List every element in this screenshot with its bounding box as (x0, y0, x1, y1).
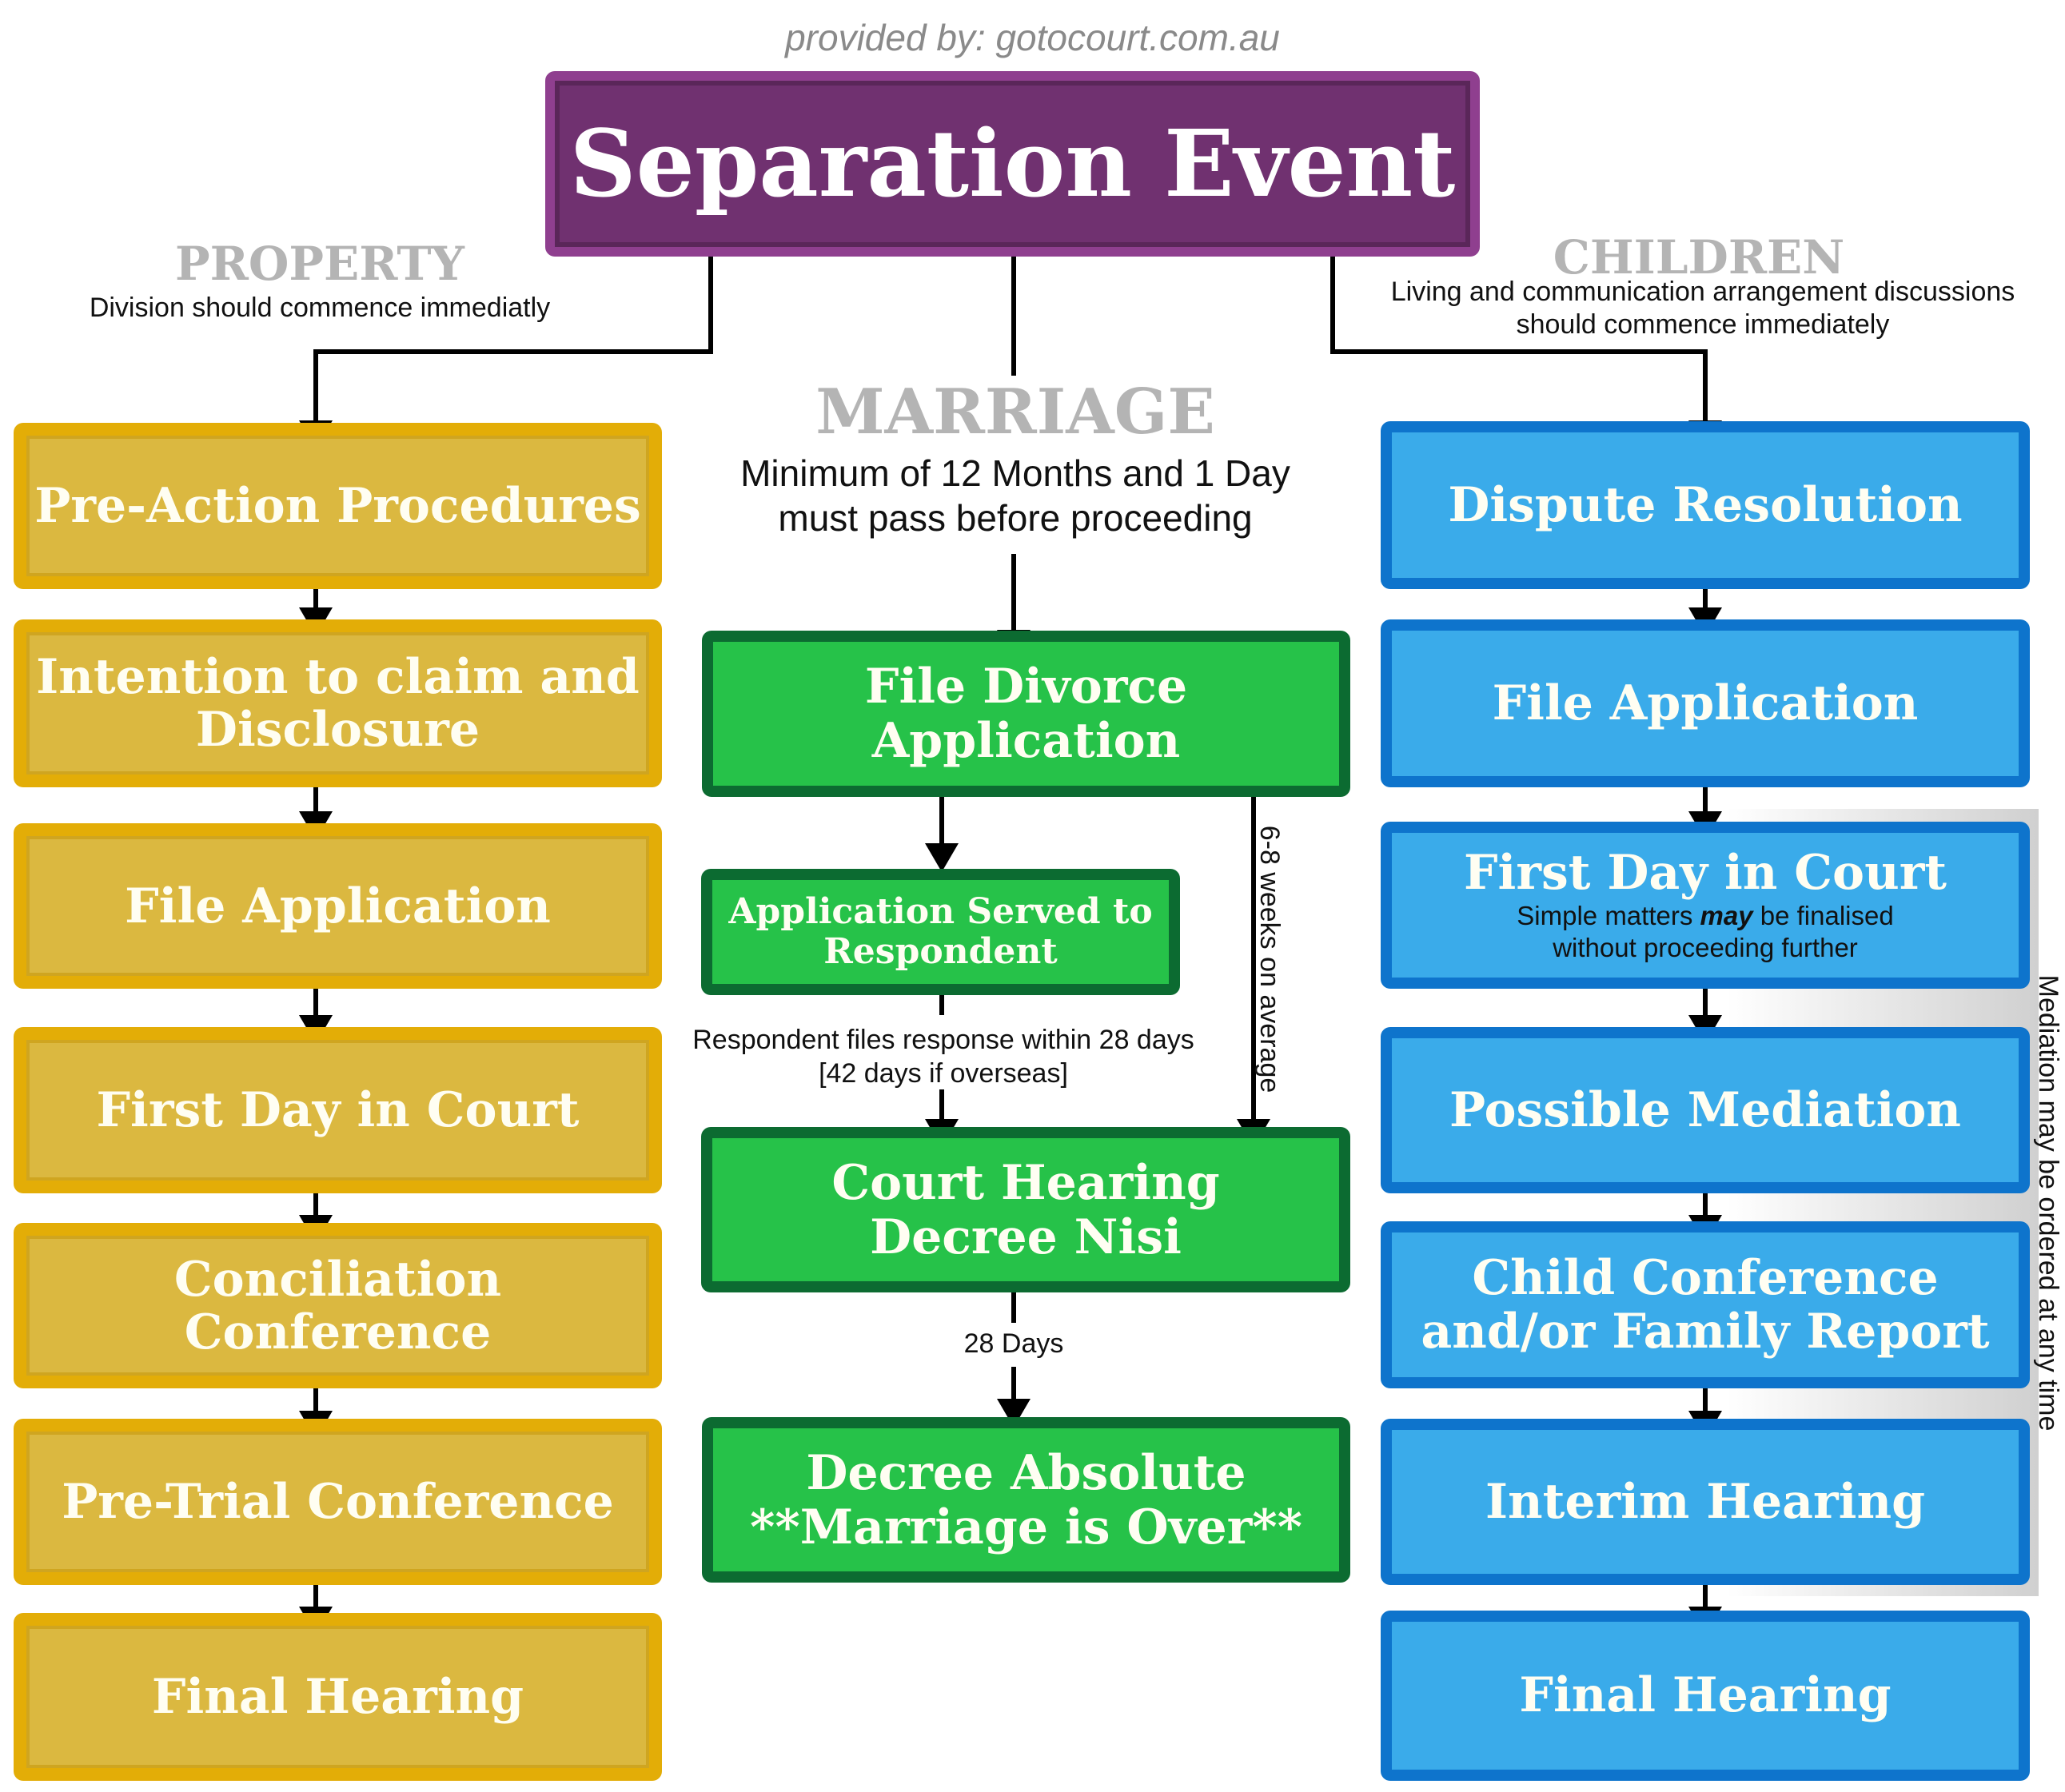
connector-title-property (313, 257, 713, 424)
marriage-court-hearing-decree-nisi: Court Hearing Decree Nisi (701, 1127, 1350, 1292)
property-step-final-hearing: Final Hearing (14, 1613, 662, 1781)
property-heading: PROPERTY (175, 237, 464, 291)
children-first-day-in-court: First Day in Court Simple matters may be… (1381, 822, 2030, 989)
marriage-application-served: Application Served to Respondent (701, 869, 1180, 995)
property-step-first-day-in-court: First Day in Court (14, 1027, 662, 1193)
marriage-weeks-note: 6-8 weeks on average (1254, 825, 1285, 1093)
property-step-pre-action: Pre-Action Procedures (14, 423, 662, 589)
marriage-decree-absolute: Decree Absolute **Marriage is Over** (702, 1417, 1350, 1583)
children-final-hearing: Final Hearing (1381, 1611, 2030, 1781)
property-step-conciliation-conference: Conciliation Conference (14, 1223, 662, 1388)
children-heading: CHILDREN (1553, 230, 1845, 285)
property-step-intention-to-claim: Intention to claim and Disclosure (14, 619, 662, 787)
children-subtitle: Living and communication arrangement dis… (1390, 277, 2015, 340)
property-step-file-application: File Application (14, 823, 662, 989)
connector-title-children (1330, 257, 1708, 424)
property-subtitle: Division should commence immediatly (89, 293, 551, 323)
provided-by-credit: provided by: gotocourt.com.au (785, 17, 1280, 58)
marriage-heading: MARRIAGE (815, 376, 1215, 448)
children-interim-hearing: Interim Hearing (1381, 1419, 2030, 1585)
marriage-response-note: Respondent files response within 28 days… (692, 1025, 1194, 1089)
property-step-pre-trial-conference: Pre-Trial Conference (14, 1419, 662, 1585)
separation-event-title: Separation Event (545, 71, 1480, 257)
marriage-28-days-note: 28 Days (963, 1328, 1064, 1359)
children-first-day-note: Simple matters may be finalised (1517, 901, 1894, 930)
children-possible-mediation: Possible Mediation (1381, 1027, 2030, 1193)
marriage-subtitle: Minimum of 12 Months and 1 Day must pass… (740, 452, 1290, 539)
marriage-file-divorce-application: File Divorce Application (702, 631, 1350, 797)
children-child-conference: Child Conference and/or Family Report (1381, 1221, 2030, 1388)
children-dispute-resolution: Dispute Resolution (1381, 421, 2030, 589)
children-file-application: File Application (1381, 619, 2030, 787)
mediation-side-note: Mediation may be ordered at any time (2033, 974, 2063, 1432)
